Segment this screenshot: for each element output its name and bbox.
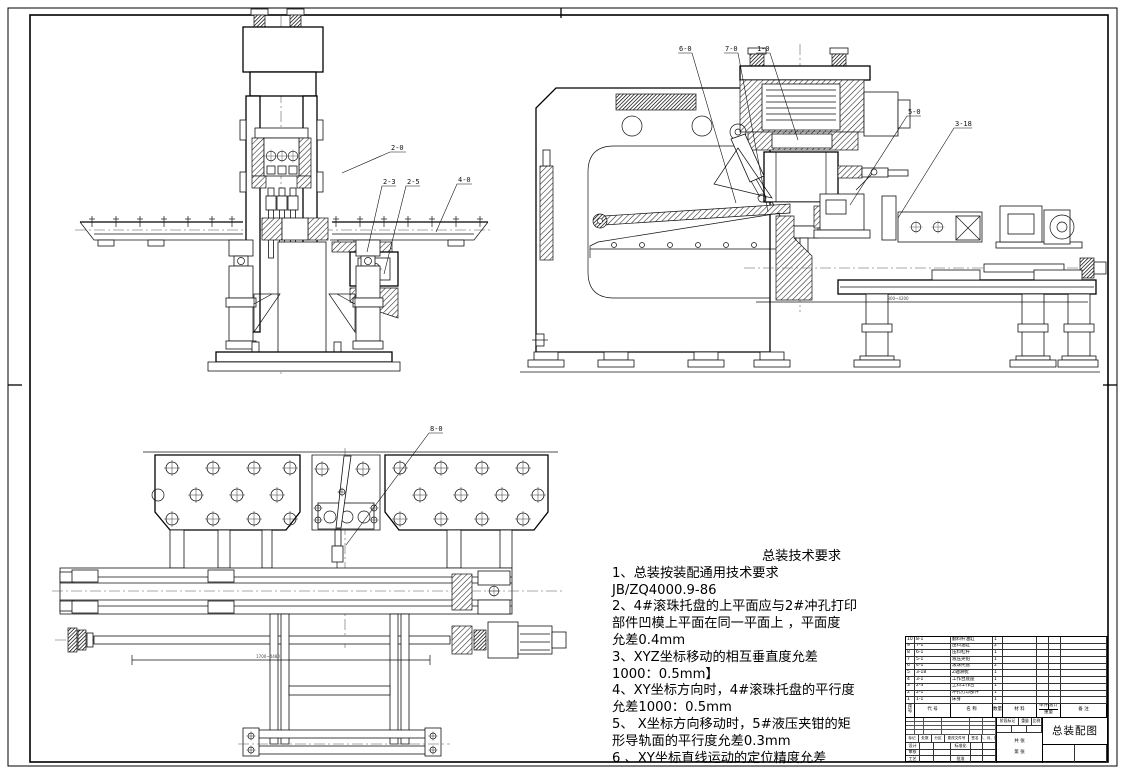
technical-requirements: 总装技术要求 1、总装按装配通用技术要求 JB/ZQ4000.9-86 2、4#… — [612, 549, 942, 767]
svg-text:8-0: 8-0 — [430, 425, 443, 433]
svg-text:6-0: 6-0 — [679, 45, 692, 53]
svg-text:2-5: 2-5 — [407, 178, 420, 186]
svg-text:2-0: 2-0 — [391, 144, 404, 152]
svg-text:4-0: 4-0 — [458, 176, 471, 184]
revision-empty-rows — [906, 717, 996, 735]
svg-text:1-0: 1-0 — [757, 45, 770, 53]
sheet-number: 第 张 — [1014, 750, 1025, 756]
callout-side-4: 5-0 — [849, 108, 921, 206]
svg-text:3-18: 3-18 — [955, 120, 972, 128]
callout-side-2: 7-0 — [724, 45, 769, 213]
callout-side-5: 3-18 — [897, 120, 972, 219]
tech-requirement-line: 允差0.4mm — [612, 632, 686, 648]
dimension-label-plan: 1700~4480 — [256, 654, 280, 659]
tech-requirement-line: 允差1000：0.5mm — [612, 700, 732, 716]
parts-list-header: 序号 代 号 名 称 数量 材 料 单件总计 重量 备 注 — [906, 703, 1107, 718]
front-view: 2-0 2-3 2-5 4-0 — [75, 8, 492, 374]
tech-requirement-line: 2、4#滚珠托盘的上平面应与2#冲孔打印 — [612, 599, 858, 615]
tech-requirement-line: 4、XY坐标方向时，4#滚珠托盘的平行度 — [612, 683, 855, 699]
tech-requirement-line: JB/ZQ4000.9-86 — [612, 582, 717, 598]
tech-requirement-line: 1、总装按装配通用技术要求 — [612, 565, 779, 581]
tech-requirement-line: 5、 X坐标方向移动时，5#液压夹钳的矩 — [612, 716, 851, 732]
tech-requirement-line: 3、XYZ坐标移动的相互垂直度允差 — [612, 649, 818, 665]
side-view: 800~4200 6-0 7-0 1-0 5-0 3-18 — [520, 44, 1107, 373]
dimension-label-side: 800~4200 — [887, 296, 909, 301]
svg-text:7-0: 7-0 — [725, 45, 738, 53]
centering-marks — [8, 8, 1117, 386]
callout-side-1: 6-0 — [678, 45, 737, 204]
tech-requirements-title: 总装技术要求 — [762, 549, 842, 564]
drawing-title: 总装配图 — [1043, 718, 1107, 745]
stage-area: 阶段标记 重量 比例 共 张 第 张 — [997, 717, 1043, 763]
callout-front-1: 2-0 — [341, 144, 406, 174]
drawing-name-area: 总装配图 — [1043, 718, 1107, 763]
callout-front-2: 2-3 — [366, 178, 396, 253]
callout-front-4: 4-0 — [435, 176, 472, 233]
tech-requirement-line: 6 、XY坐标直线运动的定位精度允差 — [612, 750, 827, 766]
callout-plan-1: 8-0 — [345, 425, 443, 546]
drawing-frame-outer — [7, 7, 1118, 767]
signature-grid: 设计标准化 审核 工艺批准 — [906, 742, 996, 763]
callout-side-3: 1-0 — [756, 45, 799, 141]
plan-view: 1700~4480 8-0 — [52, 425, 568, 757]
tech-requirement-line: 1000：0.5mm】 — [612, 666, 719, 682]
sheets-total: 共 张 — [1014, 738, 1025, 744]
drawing-frame-inner — [29, 14, 1109, 763]
drawing-number-cells — [1043, 744, 1107, 763]
svg-text:2-3: 2-3 — [383, 178, 396, 186]
tech-requirement-line: 形导轨面的平行度允差0.3mm — [612, 733, 791, 749]
tech-requirement-line: 部件凹模上平面在同一平面上 ，平面度 — [612, 616, 841, 632]
callout-front-3: 2-5 — [383, 178, 420, 275]
svg-text:5-0: 5-0 — [908, 108, 921, 116]
